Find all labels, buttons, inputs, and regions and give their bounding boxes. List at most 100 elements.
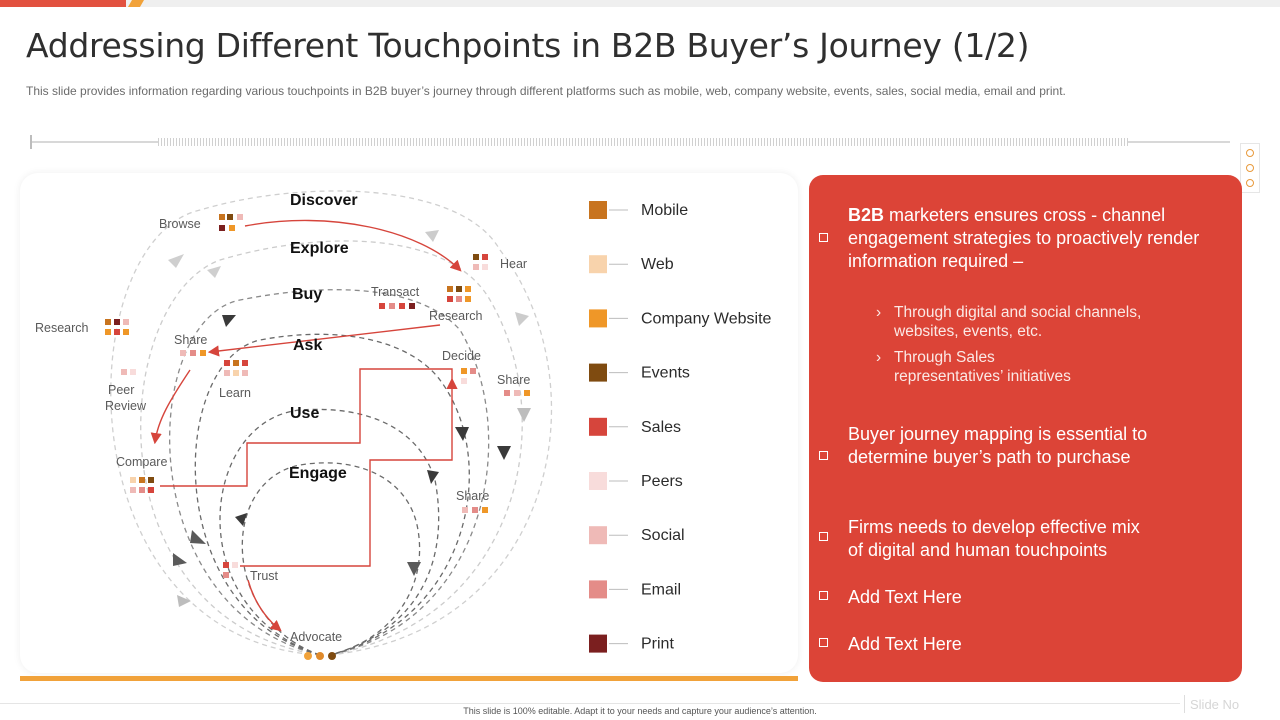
decorative-dots — [1240, 143, 1260, 193]
tp-decide: Decide — [442, 349, 481, 363]
stage-buy: Buy — [292, 286, 322, 303]
ring-arrows — [168, 230, 531, 607]
chevron-right-icon: › — [876, 304, 882, 321]
journey-start-dots — [304, 652, 336, 660]
stage-explore: Explore — [290, 240, 349, 257]
legend-item-mobile: Mobile — [589, 201, 688, 219]
legend-swatch — [589, 309, 607, 328]
divider-hatch — [158, 138, 1128, 146]
hear-icon — [473, 254, 488, 270]
stage-use: Use — [290, 405, 319, 422]
touchpoint-icons — [105, 214, 530, 578]
slide-number-divider — [1184, 695, 1185, 713]
trust-icon — [223, 562, 238, 578]
legend-swatch — [589, 634, 607, 653]
research-left-icon — [105, 319, 129, 335]
bullet-icon — [819, 532, 828, 541]
journey-rings — [110, 190, 553, 656]
panel-sub-1: › Through digital and social channels, we… — [876, 303, 1169, 341]
legend-label: Events — [641, 365, 690, 382]
legend-swatch — [589, 417, 607, 436]
bullet-icon — [819, 591, 828, 600]
tp-research-right: Research — [429, 309, 483, 323]
peer-review-icon — [121, 369, 136, 375]
share-bottom-icon — [462, 507, 488, 513]
legend-label: Email — [641, 581, 681, 598]
legend-label: Mobile — [641, 202, 688, 219]
panel-point-5: Add Text Here — [848, 634, 962, 654]
compare-icon — [130, 477, 154, 493]
bullet-icon — [819, 638, 828, 647]
panel-point-1-text: marketers ensures cross - channel engage… — [848, 205, 1200, 271]
panel-sub-2: › Through Sales representatives’ initiati… — [876, 348, 1104, 386]
legend-item-social: Social — [589, 526, 685, 545]
legend-item-sales: Sales — [589, 417, 681, 436]
tp-share-right: Share — [497, 373, 530, 387]
legend-label: Company Website — [641, 310, 772, 327]
stage-ask: Ask — [293, 337, 322, 354]
research-right-icon — [447, 286, 471, 302]
tp-share-left: Share — [174, 333, 207, 347]
tp-trust: Trust — [250, 569, 279, 583]
journey-card — [20, 173, 798, 673]
tp-research-left: Research — [35, 321, 89, 335]
bullet-icon — [819, 233, 828, 242]
tp-share-bottom: Share — [456, 489, 489, 503]
panel-point-1-bold: B2B — [848, 205, 885, 225]
stage-discover: Discover — [290, 192, 358, 209]
journey-card-underline — [20, 676, 798, 681]
browse-icon — [219, 214, 243, 231]
legend-item-events: Events — [589, 363, 690, 382]
divider-cap — [30, 135, 32, 149]
legend-swatch — [589, 526, 607, 545]
transact-icon — [379, 303, 415, 309]
legend-label: Web — [641, 256, 674, 273]
share-right-icon — [504, 390, 530, 396]
legend-label: Peers — [641, 473, 683, 490]
journey-diagram: Discover Explore Buy Ask Use Engage Brow… — [35, 190, 772, 660]
learn-icon — [224, 360, 248, 376]
tp-advocate: Advocate — [290, 630, 342, 644]
panel-point-3: Firms needs to develop effective mix of … — [848, 517, 1140, 560]
dot-icon — [1246, 179, 1254, 187]
stage-engage: Engage — [289, 465, 347, 482]
legend-label: Print — [641, 636, 674, 653]
top-accent-bar — [0, 0, 1280, 7]
dot-icon — [1246, 164, 1254, 172]
legend-label: Social — [641, 527, 685, 544]
page-title: Addressing Different Touchpoints in B2B … — [26, 26, 1030, 65]
footer-rule — [0, 703, 1180, 704]
decide-icon — [461, 368, 476, 384]
tp-browse: Browse — [159, 217, 201, 231]
legend-swatch — [589, 363, 607, 382]
tp-compare: Compare — [116, 455, 167, 469]
legend-label: Sales — [641, 419, 681, 436]
legend-item-web: Web — [589, 255, 674, 274]
legend-item-peers: Peers — [589, 472, 683, 490]
chevron-right-icon: › — [876, 349, 882, 366]
legend-item-print: Print — [589, 634, 674, 653]
legend-swatch — [589, 255, 607, 274]
legend-item-email: Email — [589, 580, 681, 599]
panel-point-1: B2B marketers ensures cross - channel en… — [848, 204, 1223, 273]
journey-red-lines — [150, 219, 462, 632]
legend-swatch — [589, 472, 607, 490]
tp-peer: Peer — [108, 383, 134, 397]
legend-item-company-website: Company Website — [589, 309, 772, 328]
bullet-icon — [819, 451, 828, 460]
slide-number: Slide No — [1190, 697, 1240, 712]
tp-hear: Hear — [500, 257, 527, 271]
panel-sub-1-text: Through digital and social channels, web… — [894, 304, 1142, 340]
page-subtitle: This slide provides information regardin… — [26, 84, 1066, 98]
legend-swatch — [589, 580, 607, 599]
top-accent-red — [0, 0, 126, 7]
panel-point-4: Add Text Here — [848, 587, 962, 607]
share-left-icon — [180, 350, 206, 356]
insight-panel — [809, 175, 1242, 682]
legend-swatch — [589, 201, 607, 219]
footer-note: This slide is 100% editable. Adapt it to… — [463, 706, 817, 716]
panel-sub-2-text: Through Sales representatives’ initiativ… — [894, 349, 1071, 385]
tp-learn: Learn — [219, 386, 251, 400]
dot-icon — [1246, 149, 1254, 157]
